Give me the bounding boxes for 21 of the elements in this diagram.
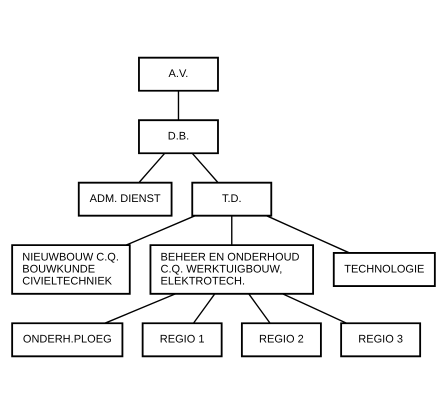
node-box: A.V. bbox=[138, 56, 219, 92]
node-box: REGIO 2 bbox=[240, 322, 322, 357]
node-box: REGIO 3 bbox=[340, 322, 422, 357]
node-box: ADM. DIENST bbox=[78, 181, 172, 216]
connector bbox=[193, 293, 216, 323]
connector bbox=[104, 292, 176, 324]
node-box: NIEUWBOUW C.Q. BOUWKUNDE CIVIELTECHNIEK bbox=[11, 244, 131, 294]
connector bbox=[138, 152, 165, 182]
connector bbox=[266, 214, 350, 254]
connector bbox=[231, 215, 232, 244]
connector bbox=[282, 292, 347, 324]
node-box: REGIO 1 bbox=[142, 322, 223, 357]
node-box: ONDERH.PLOEG bbox=[11, 322, 124, 357]
node-box: TECHNOLOGIE bbox=[332, 252, 436, 286]
connector bbox=[192, 152, 218, 182]
node-box: BEHEER EN ONDERHOUD C.Q. WERKTUIGBOUW, ELEKTROTECH. bbox=[150, 244, 314, 294]
node-box: D.B. bbox=[138, 118, 219, 154]
node-box: T.D. bbox=[191, 181, 272, 216]
connector bbox=[178, 90, 180, 120]
connector bbox=[126, 214, 196, 246]
connector bbox=[248, 293, 270, 323]
